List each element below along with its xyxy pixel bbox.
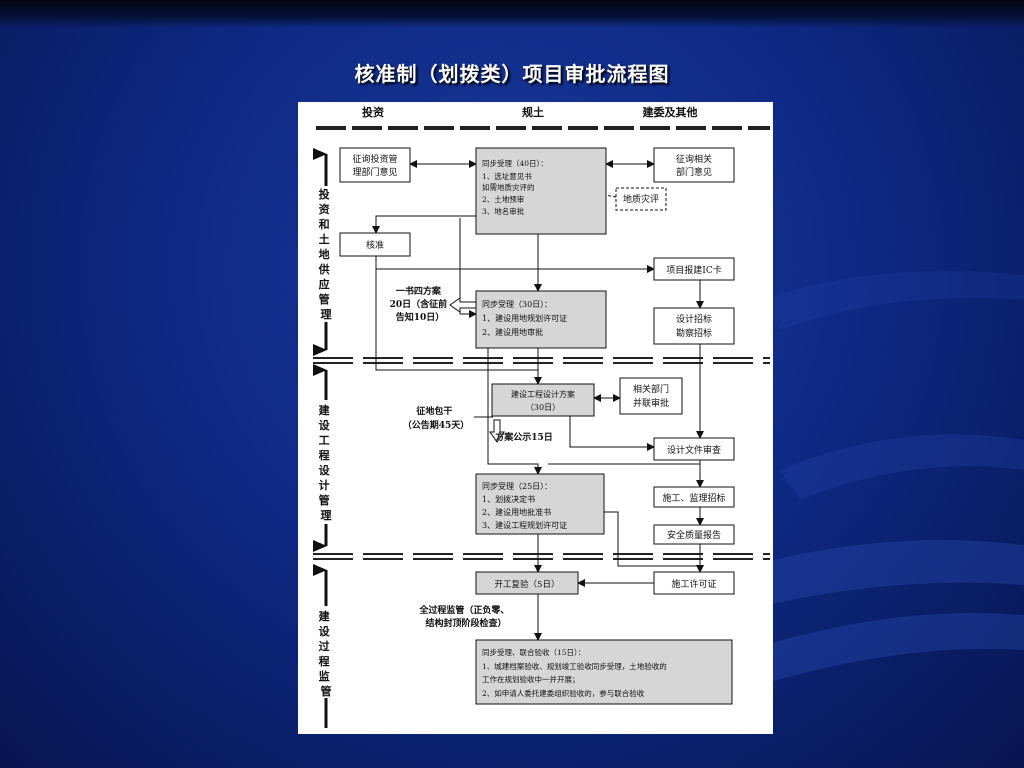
- svg-text:一书四方案 20日（含征前: 一书四方案 20日（含征前 告知10日）: [390, 285, 451, 323]
- svg-text:同步受理（30日）： 1、建设用地规划许可证: 同步受理（30日）： 1、建设用地规划许可证 2、建设用地审批: [482, 299, 570, 337]
- box-consult-related: 征询相关部门意见: [653, 147, 735, 183]
- top-band: [0, 0, 1024, 28]
- svg-text:投 资 和: 投 资 和 土 地 供 应 管 理: [318, 187, 334, 321]
- svg-text:设计文件审查: 设计文件审查: [667, 444, 721, 456]
- svg-text:相关部门并联审批: 相关部门并联审批: [633, 383, 669, 409]
- svg-text:征询投资管理部门意见: 征询投资管理部门意见: [352, 153, 397, 178]
- svg-text:地质灾评: 地质灾评: [623, 193, 659, 205]
- svg-text:建设工程设计方案（30日）: 建设工程设计方案（30日）: [511, 389, 575, 412]
- note-scheme-public: 方案公示15日: [495, 431, 553, 443]
- svg-text:同步受理、联合验收（15日）： 1、城建档案: 同步受理、联合验收（15日）： 1、城建档案验收、规划竣工验收同步受理，土地验收…: [482, 647, 669, 698]
- box-ic-card: 项目报建IC卡: [653, 257, 735, 281]
- svg-text:施工许可证: 施工许可证: [671, 578, 716, 590]
- svg-text:征地包干 （公告期45天）: 征地包干 （公告期45天）: [403, 405, 470, 431]
- svg-text:核准: 核准: [366, 239, 384, 251]
- box-step1: 同步受理（40日）： 1、选址意见书 如需地质灾评的 2、土地预审 3、地名审批: [475, 147, 607, 235]
- box-recheck: 开工复验（5日）: [475, 571, 579, 595]
- note-land-acq: 征地包干 （公告期45天）: [403, 405, 470, 431]
- box-construction-permit: 施工许可证: [653, 571, 735, 595]
- svg-text:设计招标勘察招标: 设计招标勘察招标: [676, 313, 712, 339]
- svg-text:项目报建IC卡: 项目报建IC卡: [666, 264, 721, 276]
- phase-label-3: 建 设 过 程 监 管: [318, 606, 334, 698]
- svg-text:建 设 工: 建 设 工 程 设 计 管 理: [319, 403, 334, 522]
- note-one-book: 一书四方案 20日（含征前 告知10日）: [390, 285, 451, 323]
- box-step3: 同步受理（25日）： 1、划拨决定书 2、建设用地批准书 3、建设工程规划许可证: [475, 473, 605, 535]
- divider-phase2: [313, 553, 770, 560]
- box-design-review: 设计文件审查: [653, 437, 735, 461]
- box-scheme: 建设工程设计方案（30日）: [491, 383, 595, 417]
- flowchart-sheet: 投资 规土 建委及其他 投 资: [298, 102, 773, 734]
- box-design-bid: 设计招标勘察招标: [653, 307, 735, 345]
- flowchart: 投资 规土 建委及其他 投 资: [313, 105, 770, 728]
- connectors: [372, 160, 704, 641]
- svg-text:施工、监理招标: 施工、监理招标: [662, 492, 725, 504]
- box-geo-eval: 地质灾评: [615, 187, 667, 211]
- phase-label-2: 建 设 工 程 设 计 管 理: [318, 400, 334, 524]
- svg-text:开工复验（5日）: 开工复验（5日）: [495, 579, 560, 590]
- divider-phase1: [313, 357, 770, 364]
- box-final: 同步受理、联合验收（15日）： 1、城建档案验收、规划竣工验收同步受理，土地验收…: [475, 639, 733, 705]
- svg-text:全过程监管（正负零、 结构封顶阶段检查）: 全过程监管（正负零、 结构封顶阶段检查）: [418, 604, 512, 629]
- note-supervision: 全过程监管（正负零、 结构封顶阶段检查）: [418, 604, 512, 629]
- box-safety-report: 安全质量报告: [653, 524, 735, 545]
- box-construction-bid: 施工、监理招标: [653, 486, 735, 508]
- hollow-arrows: [449, 297, 505, 443]
- box-step2: 同步受理（30日）： 1、建设用地规划许可证 2、建设用地审批: [475, 290, 607, 349]
- svg-text:征询相关部门意见: 征询相关部门意见: [676, 153, 712, 178]
- phase-label-1: 投 资 和 土 地 供 应 管 理: [318, 186, 334, 322]
- col-header-others: 建委及其他: [643, 105, 698, 119]
- svg-text:同步受理（25日）： 1、划拨决定书: 同步受理（25日）： 1、划拨决定书 2、建设用地批准书 3、建设工程规划许可证: [482, 481, 567, 530]
- box-approval: 核准: [339, 232, 411, 257]
- col-header-planning: 规土: [522, 105, 544, 119]
- svg-text:同步受理（40日）： 1、选址意见书: 同步受理（40日）： 1、选址意见书 如需地质灾评的 2、土地预审 3、地名审批: [482, 158, 550, 216]
- box-consult-invest: 征询投资管理部门意见: [339, 147, 411, 183]
- box-joint-review: 相关部门并联审批: [619, 377, 683, 415]
- svg-text:建 设 过: 建 设 过 程 监 管: [319, 609, 334, 698]
- svg-text:安全质量报告: 安全质量报告: [667, 529, 721, 541]
- col-header-invest: 投资: [362, 105, 384, 119]
- page-title: 核准制（划拨类）项目审批流程图: [354, 62, 670, 86]
